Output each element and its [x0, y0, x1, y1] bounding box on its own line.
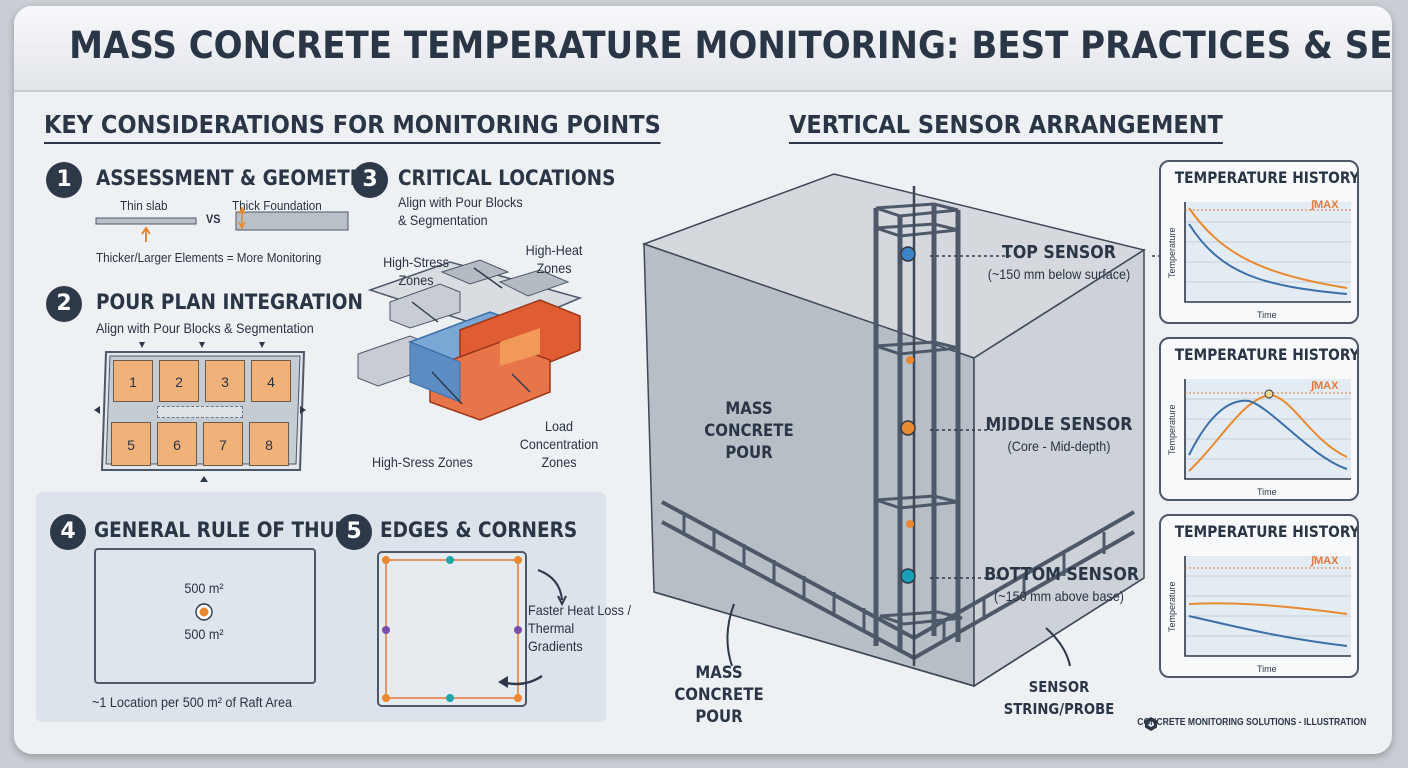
temperature-graph-bottom: ∫MAX Temperature Time: [1167, 555, 1351, 674]
top-sensor-label: TOP SENSOR: [1002, 242, 1116, 263]
block-label: MASS CONCRETE POUR: [701, 398, 798, 464]
bottom-block-label: MASS CONCRETE POUR: [653, 662, 785, 728]
load-label-2: Concentration: [519, 436, 599, 452]
item-5-heading: EDGES & CORNERS: [380, 518, 578, 542]
middle-sensor-marker: [900, 420, 916, 436]
temperature-graph-top: ∫MAX Temperature Time: [1167, 199, 1351, 320]
left-section-heading: KEY CONSIDERATIONS FOR MONITORING POINTS: [44, 110, 661, 144]
pour-block: 1: [113, 360, 153, 402]
graph-title: TEMPERATURE HISTORY: [1174, 168, 1359, 187]
item-4-caption: ~1 Location per 500 m² of Raft Area: [92, 694, 292, 710]
title-bar: MASS CONCRETE TEMPERATURE MONITORING: BE…: [14, 6, 1392, 92]
item-1-heading: ASSESSMENT & GEOMETRY: [96, 166, 377, 190]
middle-sensor-label: MIDDLE SENSOR: [985, 414, 1133, 435]
top-sensor-detail: (~150 mm below surface): [987, 266, 1131, 282]
pour-blocks-grid: 1 2 3 4 5 6 7 8: [111, 360, 297, 468]
high-stress-label-1: High-Stress: [383, 254, 449, 270]
vs-label: VS: [206, 212, 221, 226]
probe-label: SENSOR STRING/PROBE: [1003, 678, 1115, 718]
pour-block: 4: [251, 360, 291, 402]
concrete-block-graphic: [641, 173, 1174, 688]
area-bottom-label: 500 m²: [184, 626, 224, 642]
load-label-1: Load: [544, 418, 574, 434]
bottom-sensor-detail: (~150 mm above base): [994, 588, 1124, 604]
graph-max-label: ∫MAX: [1310, 380, 1339, 392]
right-section-heading: VERTICAL SENSOR ARRANGEMENT: [789, 110, 1223, 144]
block-label-line2: CONCRETE: [704, 421, 794, 441]
high-heat-label-2: Zones: [536, 260, 572, 276]
bottom-sensor-marker: [900, 568, 916, 584]
pour-block: 8: [249, 422, 289, 466]
item-3-caption-line1: Align with Pour Blocks: [398, 194, 523, 210]
graph-title: TEMPERATURE HISTORY: [1174, 522, 1359, 541]
graph-title: TEMPERATURE HISTORY: [1174, 345, 1359, 364]
area-top-label: 500 m²: [184, 580, 224, 596]
bottom-block-label-line2: POUR: [695, 707, 743, 727]
pour-block: 7: [203, 422, 243, 466]
high-sress-label: High-Sress Zones: [372, 454, 473, 470]
pour-gap-strip: [157, 406, 243, 418]
item-2-caption: Align with Pour Blocks & Segmentation: [96, 320, 314, 336]
pour-block: 2: [159, 360, 199, 402]
item-3-caption-line2: & Segmentation: [398, 212, 488, 228]
top-sensor-marker: [900, 246, 916, 262]
pour-block: 3: [205, 360, 245, 402]
graph-xlabel: Time: [1257, 664, 1277, 674]
load-label-3: Zones: [541, 454, 577, 470]
item-4-heading: GENERAL RULE OF THUMB: [94, 518, 368, 542]
middle-sensor-detail: (Core - Mid-depth): [1007, 438, 1111, 454]
bottom-sensor-label: BOTTOM SENSOR: [984, 564, 1140, 585]
pour-block: 5: [111, 422, 151, 466]
graph-ylabel: Temperature: [1167, 227, 1177, 278]
graph-ylabel: Temperature: [1167, 581, 1177, 632]
high-stress-label-2: Zones: [398, 272, 434, 288]
temperature-history-card-top: TEMPERATURE HISTORY ∫MAX Temperature Tim…: [1159, 160, 1359, 324]
temperature-history-card-bottom: TEMPERATURE HISTORY ∫MAX Temperature Tim…: [1159, 514, 1359, 678]
edges-corners-graphic: [377, 551, 567, 707]
brand-logo-icon: [1145, 717, 1157, 731]
item-4-number: 4: [50, 514, 86, 550]
edges-caption-line1: Faster Heat Loss /: [528, 602, 631, 618]
high-heat-label-1: High-Heat: [525, 242, 583, 258]
critical-locations-graphic: [357, 259, 583, 421]
temperature-history-card-middle: TEMPERATURE HISTORY ∫MAX Temperature Tim…: [1159, 337, 1359, 501]
item-3-heading: CRITICAL LOCATIONS: [398, 166, 616, 190]
infographic-board: MASS CONCRETE TEMPERATURE MONITORING: BE…: [14, 6, 1392, 754]
page-title: MASS CONCRETE TEMPERATURE MONITORING: BE…: [69, 24, 1392, 67]
graph-max-label: ∫MAX: [1310, 555, 1339, 567]
block-label-line3: POUR: [725, 443, 773, 463]
item-2-heading: POUR PLAN INTEGRATION: [96, 290, 363, 314]
pour-block: 6: [157, 422, 197, 466]
rule-sensor-marker: [195, 603, 213, 621]
edges-caption-line2: Thermal: [528, 620, 575, 636]
footer-credit: CONCRETE MONITORING SOLUTIONS - ILLUSTRA…: [1136, 717, 1366, 728]
item-5-number: 5: [336, 514, 372, 550]
temperature-graph-middle: ∫MAX Temperature Time: [1167, 379, 1351, 497]
thin-slab-label: Thin slab: [120, 198, 168, 213]
item-1-number: 1: [46, 162, 82, 198]
graph-ylabel: Temperature: [1167, 404, 1177, 455]
item-3-number: 3: [352, 162, 388, 198]
slab-comparison-graphic: [95, 206, 349, 242]
edges-caption-line3: Gradients: [528, 638, 583, 654]
block-label-line1: MASS: [725, 399, 773, 419]
item-1-caption: Thicker/Larger Elements = More Monitorin…: [96, 250, 322, 265]
graph-xlabel: Time: [1257, 487, 1277, 497]
graph-max-label: ∫MAX: [1310, 199, 1339, 211]
graph-xlabel: Time: [1257, 310, 1277, 320]
item-2-number: 2: [46, 286, 82, 322]
bottom-block-label-line1: MASS CONCRETE: [674, 663, 764, 705]
thick-foundation-label: Thick Foundation: [232, 198, 322, 213]
